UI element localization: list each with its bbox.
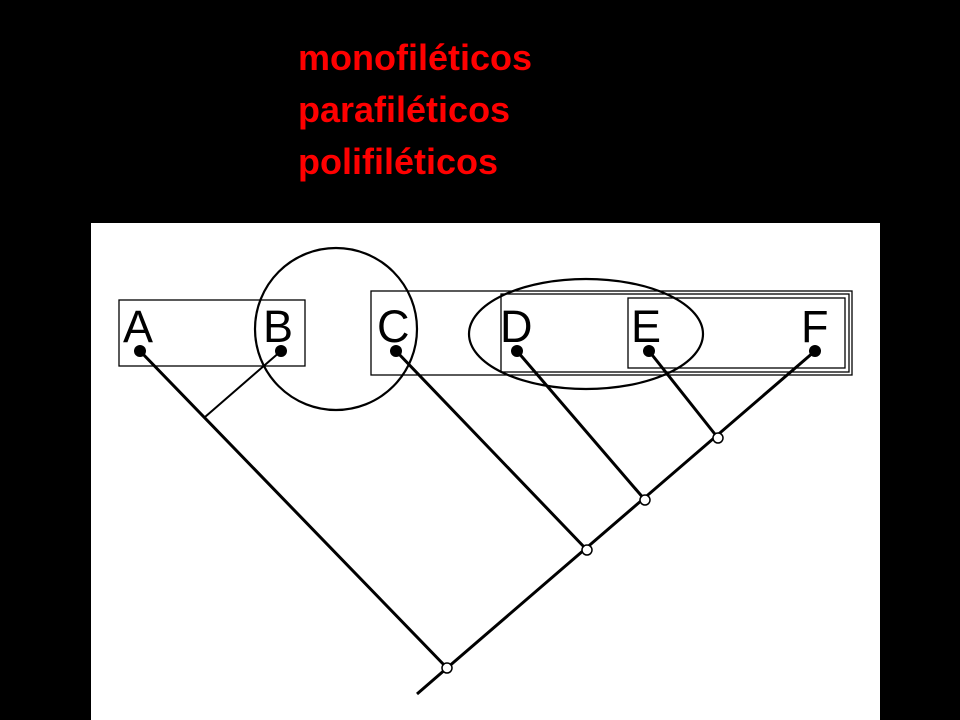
tip-c	[390, 345, 402, 357]
heading-paraphyletic: parafiléticos	[298, 89, 511, 130]
branch-d	[515, 350, 647, 501]
tip-f	[809, 345, 821, 357]
tip-b	[275, 345, 287, 357]
branch-e	[647, 350, 720, 439]
ellipse-group-de	[467, 277, 705, 391]
branch-c	[394, 349, 589, 552]
heading-monophyletic: monofiléticos	[298, 37, 533, 78]
tip-a	[134, 345, 146, 357]
taxon-label-d: D	[500, 301, 533, 352]
tip-e	[643, 345, 655, 357]
cladogram: A B C D E F	[118, 246, 853, 696]
branch-b	[204, 350, 282, 418]
cladogram-panel: A B C D E F	[91, 223, 880, 720]
box-group-ef	[627, 297, 846, 369]
taxon-label-b: B	[263, 301, 293, 352]
circle-group-bc	[253, 246, 419, 412]
root-stem	[416, 666, 448, 696]
group-type-list: monofiléticos parafiléticos polifilético…	[298, 32, 532, 188]
backbone	[446, 349, 816, 670]
taxon-label-e: E	[631, 301, 661, 352]
node-root	[441, 662, 453, 674]
branch-a	[138, 349, 449, 670]
taxon-label-c: C	[377, 301, 410, 352]
tip-d	[511, 345, 523, 357]
heading-polyphyletic: polifiléticos	[298, 141, 499, 182]
node-def	[639, 494, 651, 506]
node-cdef	[581, 544, 593, 556]
box-group-cdef	[370, 290, 853, 376]
node-ef	[712, 432, 724, 444]
taxon-label-f: F	[801, 301, 829, 352]
taxon-label-a: A	[123, 301, 153, 352]
box-group-def	[500, 293, 850, 373]
box-group-ab	[118, 299, 306, 367]
